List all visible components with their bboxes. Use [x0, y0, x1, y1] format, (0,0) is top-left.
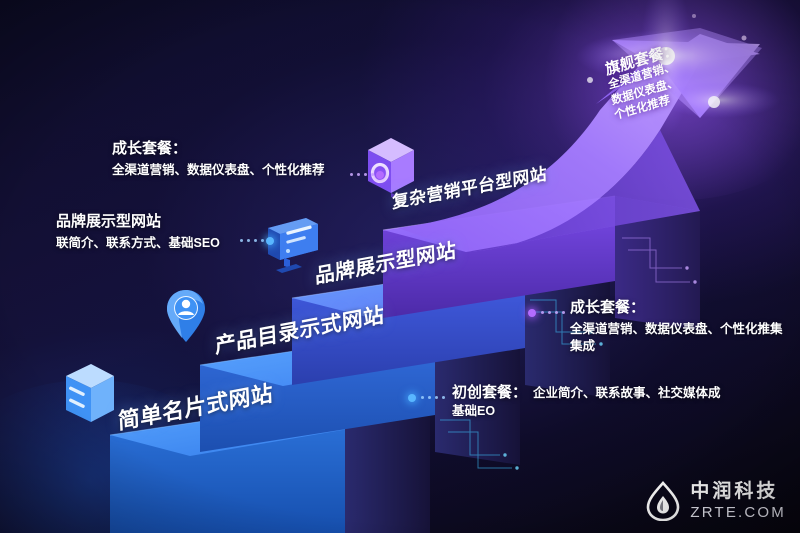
callout-growth-right: 成长套餐： 全渠道营销、数据仪表盘、个性化推集 集成 — [570, 299, 800, 355]
location-pin-user-icon — [167, 290, 205, 342]
callout-brand-left-desc: 联简介、联系方式、基础SEO — [56, 235, 220, 250]
flame-droplet-icon — [647, 481, 680, 521]
callout-brand-left-title: 品牌展示型网站 — [56, 213, 162, 230]
callout-growth-right-title: 成长套餐： — [570, 299, 646, 316]
callout-startup-right-desc-1: 企业简介、联系故事、社交媒体成 — [533, 386, 721, 400]
logo-company-name: 中润科技 — [690, 481, 779, 502]
callout-startup-right-desc-2: 基础EO — [452, 403, 496, 418]
brand-logo: 中润科技 ZRTE.COM — [645, 481, 786, 521]
monitor-screen-icon — [268, 218, 318, 273]
callout-growth-left-title: 成长套餐： — [112, 140, 188, 157]
server-box-icon — [66, 364, 114, 422]
callout-brand-left: 品牌展示型网站 联简介、联系方式、基础SEO — [56, 213, 220, 252]
callout-startup-right: 初创套餐： 企业简介、联系故事、社交媒体成 基础EO — [452, 384, 782, 420]
callout-startup-right-title: 初创套餐： — [452, 384, 528, 401]
callout-growth-right-desc-2: 集成 — [570, 338, 596, 353]
callout-growth-right-desc-1: 全渠道营销、数据仪表盘、个性化推集 — [570, 321, 783, 336]
callout-growth-left: 成长套餐： 全渠道营销、数据仪表盘、个性化推荐 — [112, 140, 325, 179]
callout-growth-left-desc: 全渠道营销、数据仪表盘、个性化推荐 — [112, 162, 325, 177]
logo-domain: ZRTE.COM — [690, 504, 786, 521]
